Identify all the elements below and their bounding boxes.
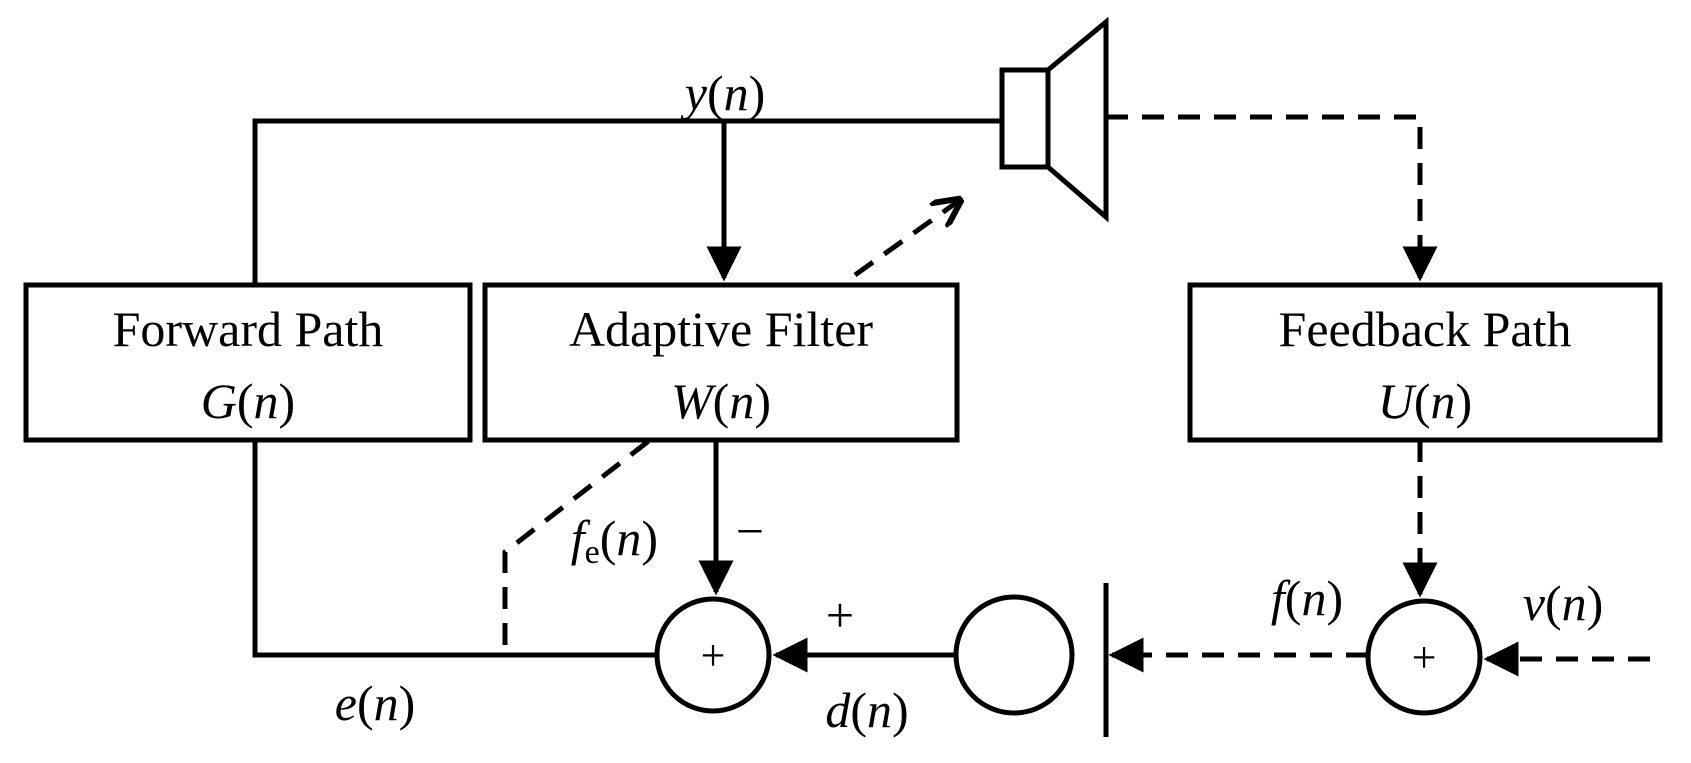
summing-junction-error: +: [654, 596, 772, 714]
forward-path-block: Forward Path G(n): [23, 282, 473, 443]
arrow-speaker-to-feedback-path: [1106, 114, 1438, 282]
forward-path-function: G(n): [201, 373, 295, 429]
loudspeaker-icon: [999, 16, 1109, 223]
feedback-path-function: U(n): [1378, 373, 1472, 429]
label-v-n: v(n): [1523, 575, 1604, 631]
summing-junction-microphone: +: [1365, 598, 1483, 716]
label-f-n: f(n): [1271, 570, 1343, 626]
feedback-path-title: Feedback Path: [1279, 301, 1572, 357]
adaptation-arrow: [853, 200, 960, 278]
label-y-n: y(n): [680, 65, 766, 121]
plus-sign: +: [826, 587, 854, 643]
minus-sign: −: [736, 503, 764, 559]
svg-text:+: +: [701, 631, 726, 680]
label-e-n: e(n): [335, 675, 416, 731]
adaptive-filter-block: Adaptive Filter W(n): [482, 282, 960, 443]
output-signal-line: [252, 118, 1002, 285]
adaptive-filter-title: Adaptive Filter: [569, 301, 873, 357]
microphone-icon: [953, 583, 1109, 737]
adaptive-filter-function: W(n): [671, 373, 771, 429]
forward-path-title: Forward Path: [113, 301, 384, 357]
label-d-n: d(n): [825, 682, 908, 738]
svg-text:+: +: [1412, 633, 1437, 682]
adaptation-control-line: [502, 438, 652, 645]
feedback-path-block: Feedback Path U(n): [1187, 282, 1663, 443]
label-fe-n: fe(n): [571, 510, 658, 571]
error-signal-line: [252, 440, 657, 658]
